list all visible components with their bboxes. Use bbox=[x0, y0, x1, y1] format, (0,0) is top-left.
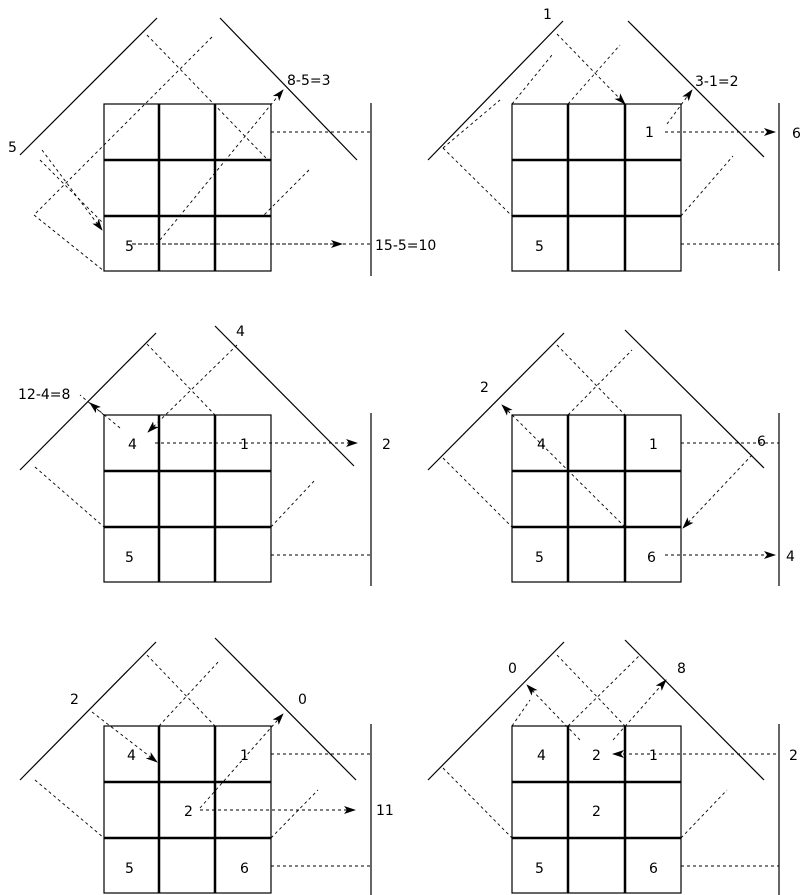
row-label: 6 bbox=[792, 126, 801, 142]
panel-4: 4 1 5 6 2 6 4 bbox=[427, 329, 795, 586]
cell-value: 4 bbox=[537, 437, 546, 453]
cell-value: 5 bbox=[535, 550, 544, 566]
row-label: 2 bbox=[382, 437, 391, 453]
cell-value: 5 bbox=[125, 239, 134, 255]
guide-lines bbox=[442, 44, 779, 245]
guide-lines bbox=[442, 344, 779, 528]
cell-value: 5 bbox=[535, 239, 544, 255]
row-label: 11 bbox=[376, 803, 394, 819]
panel-3: 4 1 5 12-4=8 4 2 bbox=[18, 324, 391, 586]
cell-value: 2 bbox=[592, 748, 601, 764]
guide-lines bbox=[34, 654, 371, 867]
grid bbox=[103, 725, 272, 894]
cell-value: 5 bbox=[125, 861, 134, 877]
diagonal-sum-line bbox=[624, 329, 765, 469]
guide-lines bbox=[33, 34, 371, 272]
guide-lines bbox=[34, 343, 370, 556]
diagonal-label: 8 bbox=[677, 661, 686, 677]
diagonal-label: 8-5=3 bbox=[287, 73, 331, 89]
cell-value: 6 bbox=[647, 550, 656, 566]
diagonal-label: 5 bbox=[8, 140, 17, 156]
guide-lines bbox=[442, 654, 779, 867]
sum-arrows bbox=[556, 33, 776, 136]
diagonal-label: 2 bbox=[480, 380, 489, 396]
diagonal-label: 0 bbox=[508, 661, 517, 677]
diagonal-sum-line bbox=[427, 332, 565, 471]
row-label: 4 bbox=[786, 549, 795, 565]
diagonal-sum-line bbox=[427, 641, 565, 781]
panel-2: 1 5 1 3-1=2 6 bbox=[427, 7, 801, 272]
row-label: 15-5=10 bbox=[375, 238, 436, 254]
panel-5: 4 1 2 5 6 2 0 11 bbox=[19, 637, 394, 895]
diagonal-label: 12-4=8 bbox=[18, 387, 70, 403]
sum-arrows bbox=[526, 679, 776, 758]
cell-value: 2 bbox=[592, 804, 601, 820]
cell-value: 6 bbox=[240, 861, 249, 877]
row-label: 6 bbox=[757, 434, 766, 450]
diagonal-label: 0 bbox=[298, 692, 307, 708]
panel-1: 5 5 8-5=3 15-5=10 bbox=[8, 17, 436, 276]
cell-value: 4 bbox=[537, 748, 546, 764]
diagonal-label: 2 bbox=[70, 692, 79, 708]
grid bbox=[511, 414, 682, 583]
sum-arrows bbox=[89, 344, 358, 447]
diagonal-sum-line bbox=[427, 20, 564, 161]
diagonal-label: 3-1=2 bbox=[695, 74, 739, 90]
diagonal-sum-line bbox=[627, 20, 765, 158]
cell-value: 1 bbox=[649, 748, 658, 764]
cell-value: 5 bbox=[535, 861, 544, 877]
diagonal-sum-line bbox=[624, 639, 765, 781]
sum-arrows bbox=[91, 711, 356, 814]
cell-value: 6 bbox=[649, 861, 658, 877]
sum-arrows bbox=[501, 404, 776, 559]
cell-value: 1 bbox=[649, 437, 658, 453]
grid bbox=[511, 103, 682, 272]
diagonal-sum-line bbox=[214, 637, 357, 781]
row-label: 2 bbox=[789, 748, 798, 764]
diagonal-sum-line bbox=[19, 641, 157, 781]
cell-value: 4 bbox=[128, 437, 137, 453]
diagonal-sum-line bbox=[219, 17, 358, 161]
diagonal-sum-line bbox=[19, 17, 158, 156]
cell-value: 1 bbox=[240, 437, 249, 453]
panel-6: 4 2 1 2 5 6 0 8 2 bbox=[427, 639, 798, 895]
cell-value: 1 bbox=[645, 125, 654, 141]
cell-value: 2 bbox=[184, 804, 193, 820]
grid bbox=[103, 103, 272, 272]
cell-value: 5 bbox=[125, 550, 134, 566]
sum-arrows bbox=[41, 89, 343, 248]
diagonal-label: 4 bbox=[236, 324, 245, 340]
cell-value: 1 bbox=[240, 748, 249, 764]
diagonal-sum-line bbox=[214, 325, 355, 467]
diagonal-label: 1 bbox=[543, 7, 552, 23]
cell-value: 4 bbox=[127, 748, 136, 764]
